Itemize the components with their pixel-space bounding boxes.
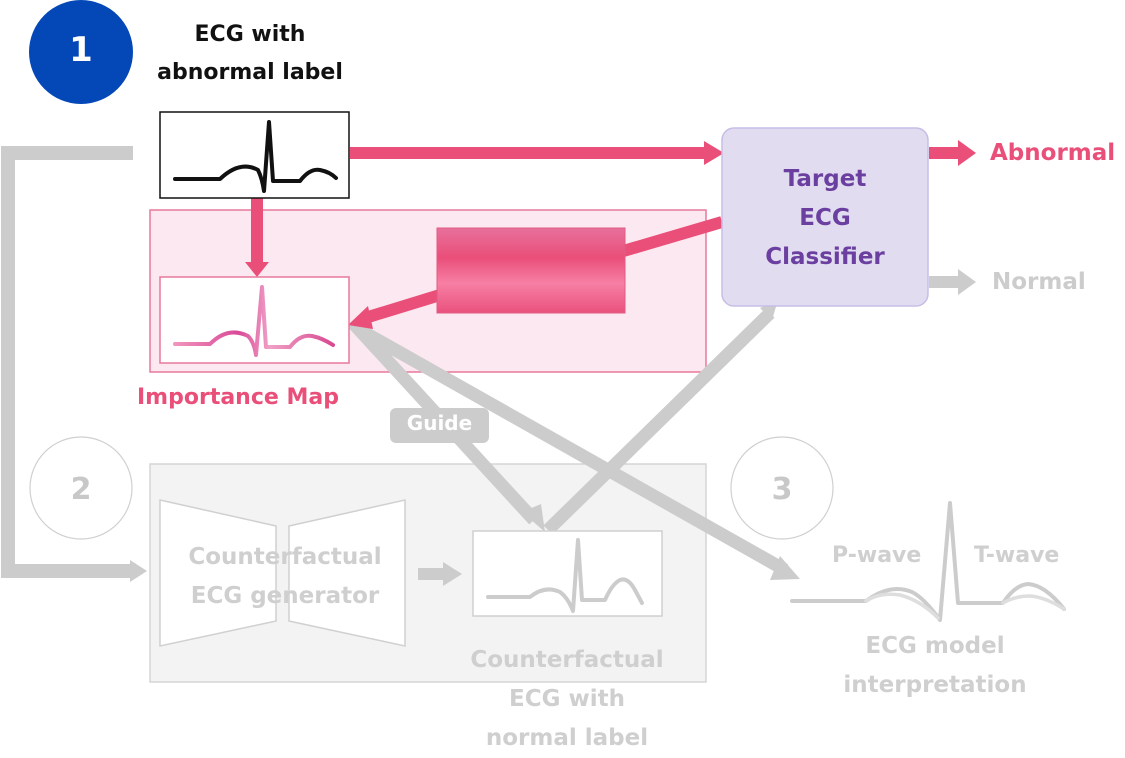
gradient-block: [436, 227, 626, 314]
interpretation-ecg-overlay: [864, 592, 1066, 620]
t-wave-label: T-wave: [974, 543, 1060, 568]
step2-badge: [29, 436, 133, 540]
guide-arrowhead: [522, 504, 545, 532]
feedback-arrowhead: [130, 560, 147, 582]
classifier-label-line3: Classifier: [765, 244, 885, 270]
counterfactual-output-line1: Counterfactual: [470, 647, 664, 673]
generator-to-output-arrowhead: [443, 562, 462, 586]
interpretation-line: [356, 324, 789, 576]
interpretation-arrowhead: [770, 556, 800, 580]
importance-ecg-waveform: [173, 285, 335, 357]
generator-label-line1: Counterfactual: [188, 544, 382, 570]
block-to-importance-arrowhead: [348, 306, 373, 329]
generator-label-line2: ECG generator: [190, 583, 380, 609]
ecg-to-classifier-arrowhead: [704, 141, 724, 165]
generator-label: Counterfactual ECG generator: [160, 538, 410, 616]
counterfactual-to-classifier-line: [543, 308, 775, 535]
classifier-label: Target ECG Classifier: [722, 160, 928, 277]
step1-title: ECG with abnormal label: [140, 16, 360, 92]
step1-number: 1: [69, 30, 93, 70]
interpretation-caption-line1: ECG model: [865, 633, 1005, 659]
classifier-box[interactable]: [721, 127, 929, 307]
interpretation-caption-line2: interpretation: [843, 672, 1027, 698]
decoder-shape: [288, 499, 406, 647]
encoder-shape: [159, 499, 277, 647]
input-ecg-waveform: [173, 120, 338, 193]
counterfactual-output-label: Counterfactual ECG with normal label: [447, 641, 687, 758]
step2-number: 2: [70, 472, 92, 507]
counterfactual-ecg-waveform: [486, 538, 644, 613]
step3-number: 3: [771, 472, 793, 507]
p-wave-label: P-wave: [832, 543, 922, 568]
normal-output-label: Normal: [992, 269, 1086, 295]
importance-map-label: Importance Map: [137, 385, 339, 410]
ecg-to-importance-arrowhead: [245, 262, 269, 277]
feedback-path: [1, 146, 133, 578]
normal-output-arrowhead: [958, 269, 976, 295]
guide-label: Guide: [406, 411, 473, 435]
classifier-label-line1: Target: [783, 166, 867, 192]
counterfactual-output-line3: normal label: [485, 725, 649, 751]
input-ecg-box[interactable]: [159, 111, 350, 199]
abnormal-output-label: Abnormal: [990, 140, 1116, 166]
classifier-to-block-line: [618, 216, 724, 258]
step3-badge: [730, 436, 834, 540]
step1-badge: [29, 0, 133, 104]
classifier-label-line2: ECG: [799, 205, 851, 231]
interpretation-caption: ECG model interpretation: [820, 627, 1050, 705]
interpretation-ecg-waveform: [790, 501, 1066, 622]
abnormal-output-arrowhead: [958, 140, 976, 166]
guide-badge: [390, 408, 489, 443]
step1-title-line1: ECG with: [194, 22, 306, 47]
block-to-importance-line: [363, 289, 442, 324]
counterfactual-output-line2: ECG with: [509, 686, 625, 712]
step1-title-line2: abnormal label: [157, 60, 343, 85]
